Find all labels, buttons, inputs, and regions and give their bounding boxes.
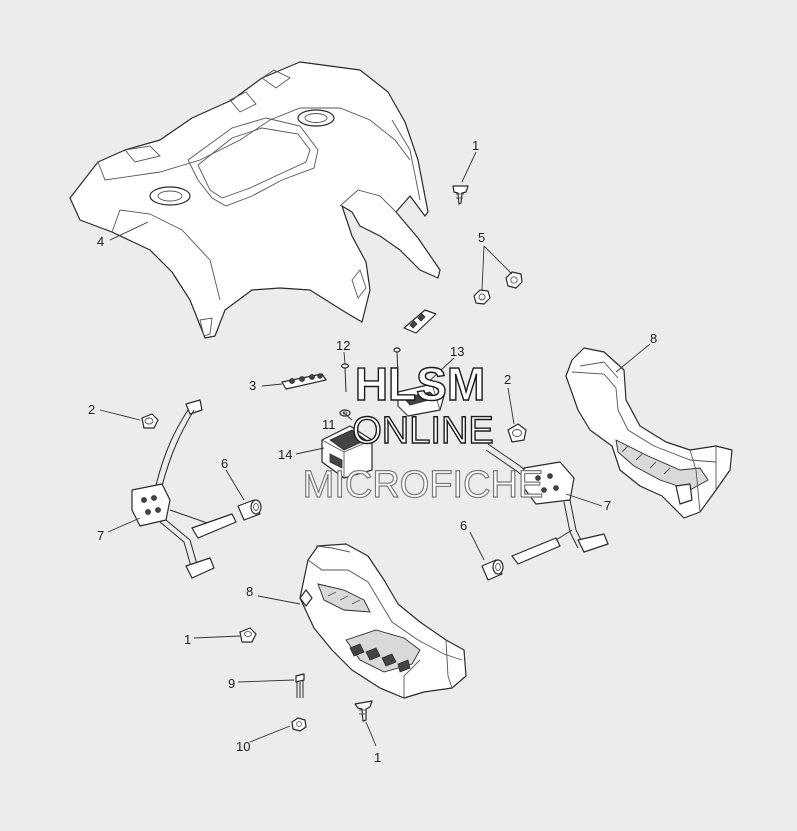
callout-8-right: 8 [650,331,657,346]
callout-7-right: 7 [604,498,611,513]
nut-parts [473,271,523,305]
callout-1-bottom: 1 [374,750,381,765]
push-rivet-top-part [452,185,469,205]
footrest-bracket-right-part [485,443,609,565]
nut-10-part [291,717,307,732]
callout-1-mid: 1 [184,632,191,647]
callout-3: 3 [249,378,256,393]
callout-14: 14 [278,447,292,462]
callout-4: 4 [97,234,104,249]
callout-5: 5 [478,230,485,245]
clip-strip-part [281,373,327,390]
callout-12: 12 [336,338,350,353]
bumper-left-part [141,413,159,429]
callout-6-left: 6 [221,456,228,471]
push-rivet-mid-part [239,627,257,643]
callout-9: 9 [228,676,235,691]
footrest-bracket-left-part [131,399,237,579]
callout-labels: 1 5 4 12 13 3 8 2 11 2 14 6 7 7 6 8 1 9 … [88,138,657,765]
callout-7-left: 7 [97,528,104,543]
watermark: HLSM ONLINE MICROFICHE [302,357,544,506]
watermark-line-1: HLSM [355,358,485,410]
push-rivet-bottom-part [354,700,373,722]
callout-13: 13 [450,344,464,359]
callout-10: 10 [236,739,250,754]
rear-fender-part [69,61,441,339]
callout-6-right: 6 [460,518,467,533]
step-bracket-13-part [393,347,445,417]
watermark-line-3: MICROFICHE [303,464,544,506]
watermark-line-2: ONLINE [352,410,493,452]
callout-2-right: 2 [504,372,511,387]
bolt-12-part [341,363,350,393]
footpeg-block-part [321,425,373,479]
washer-part [339,409,351,417]
grommet-strip-part [403,309,437,334]
footwell-right-part [565,347,733,519]
bumper-right-part [507,423,527,443]
leader-lines [99,151,651,747]
bushing-left-part [237,499,262,521]
callout-8-bottom: 8 [246,584,253,599]
callout-1-top: 1 [472,138,479,153]
callout-11: 11 [322,417,336,432]
bolt-9-part [295,673,305,698]
footwell-bottom-part [299,543,467,699]
callout-2-left: 2 [88,402,95,417]
bushing-right-part [481,559,504,581]
